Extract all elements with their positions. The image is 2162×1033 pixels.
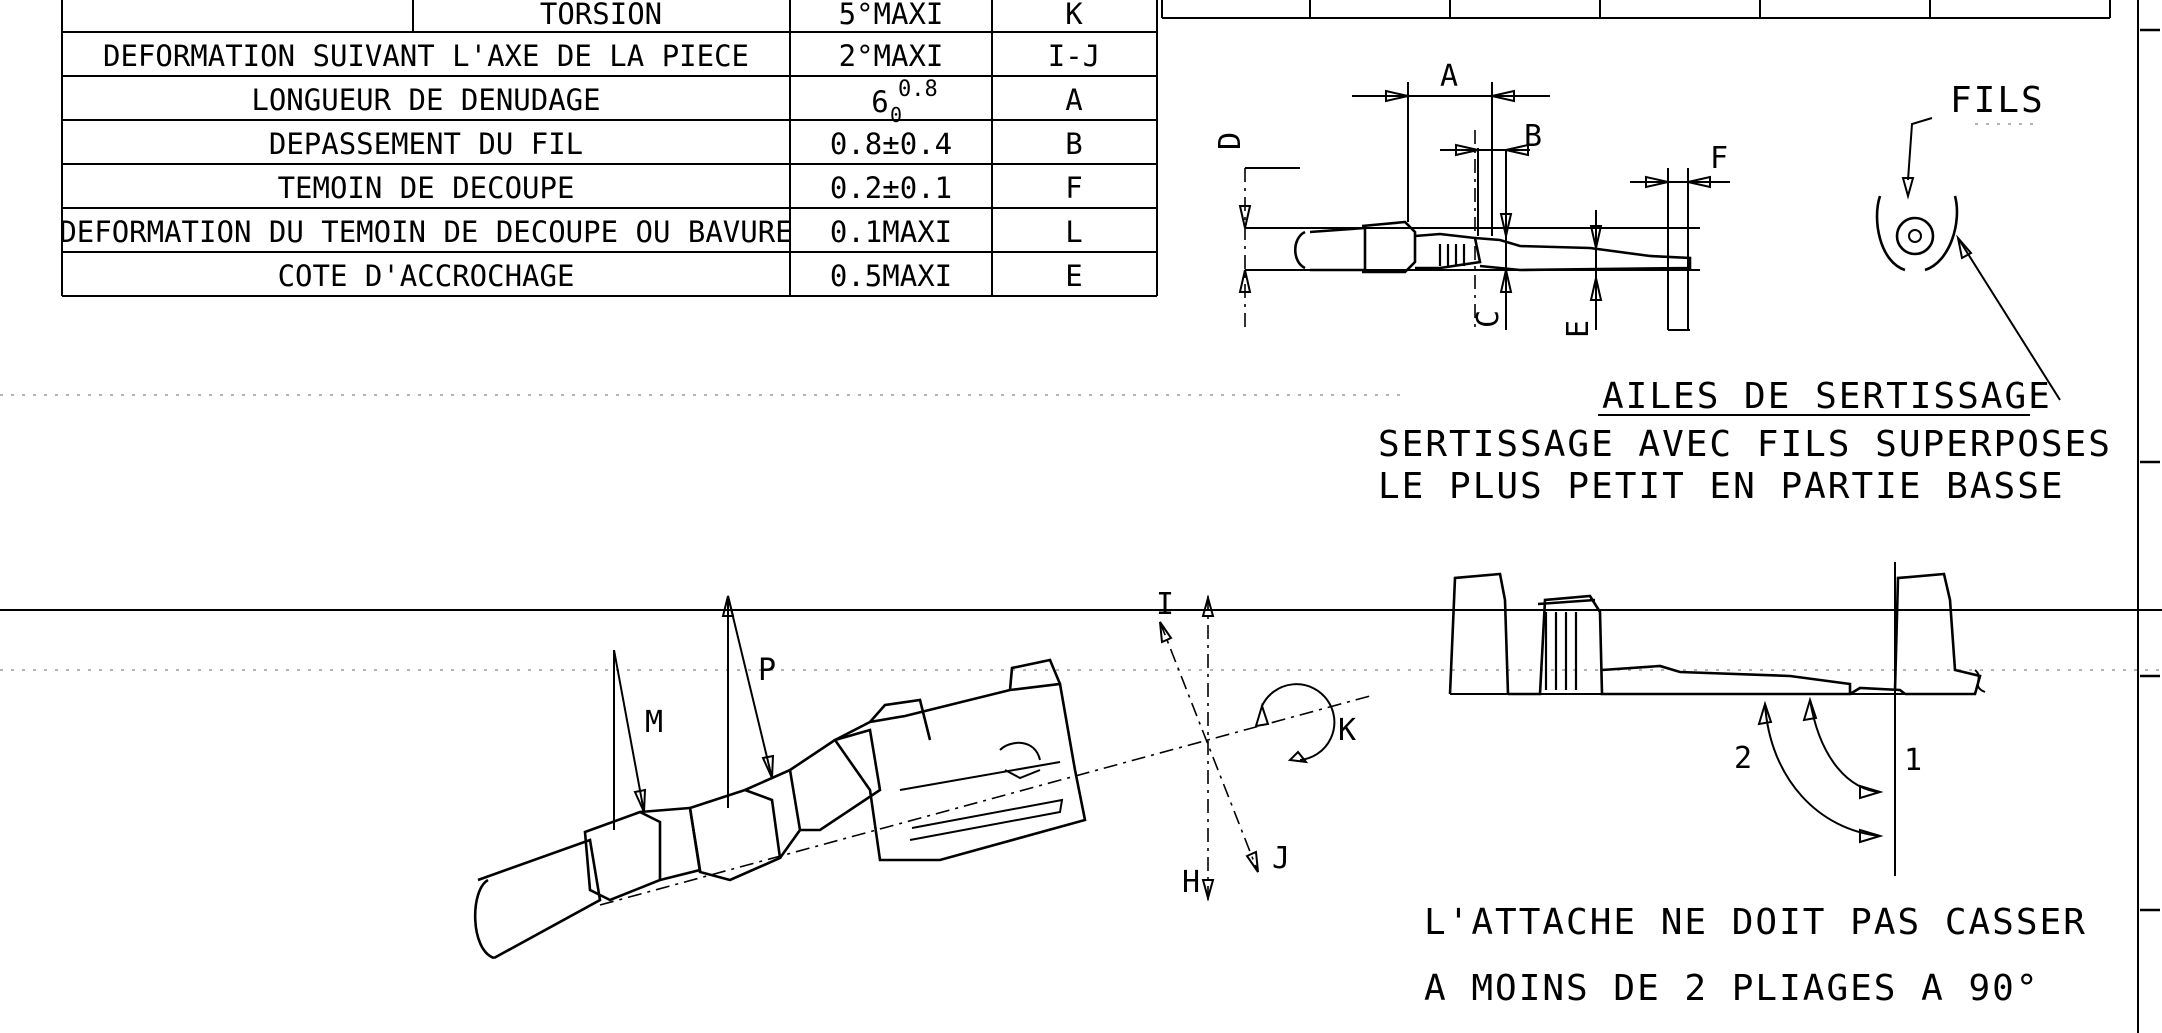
dim-label-e: E (1561, 320, 1596, 338)
table-row-value-sup: 0.8 (898, 77, 938, 102)
superposed-note-line-2: LE PLUS PETIT EN PARTIE BASSE (1378, 466, 2065, 507)
table-row-value: 2°MAXI (839, 39, 944, 73)
table-row-label: DEFORMATION DU TEMOIN DE DECOUPE OU BAVU… (59, 215, 792, 249)
iso-label-p: P (758, 653, 776, 688)
iso-label-k: K (1338, 713, 1356, 748)
iso-label-m: M (645, 705, 663, 740)
table-row-value: 6 (871, 85, 888, 119)
wings-title: AILES DE SERTISSAGE (1602, 376, 2052, 417)
isometric-contact-view: M P I H J K (473, 587, 1371, 960)
table-row-ref: L (1065, 215, 1082, 249)
wire-cross-section: FILS (1875, 80, 2061, 401)
table-row-ref: F (1065, 171, 1082, 205)
bend-notes: L'ATTACHE NE DOIT PAS CASSER A MOINS DE … (1424, 902, 2087, 1009)
table-row-value-sub: 0 (890, 103, 902, 127)
superposed-note-line-1: SERTISSAGE AVEC FILS SUPERPOSES (1378, 424, 2112, 465)
dim-label-a: A (1440, 59, 1458, 94)
dim-label-b: B (1524, 119, 1542, 154)
bend-label-2: 2 (1734, 741, 1752, 776)
table-row-ref: I-J (1048, 39, 1100, 73)
crimp-notes: AILES DE SERTISSAGE SERTISSAGE AVEC FILS… (1378, 376, 2112, 507)
attach-note-line-1: L'ATTACHE NE DOIT PAS CASSER (1424, 902, 2087, 943)
iso-label-j: J (1272, 841, 1290, 876)
table-row-ref: A (1065, 83, 1082, 117)
table-row-value: 5°MAXI (839, 0, 944, 31)
iso-label-h: H (1182, 865, 1200, 900)
table-row-label: TORSION (540, 0, 662, 31)
dim-label-d: D (1213, 132, 1248, 150)
dim-label-c: C (1471, 310, 1506, 328)
bend-test-view: 2 1 (1448, 562, 1986, 876)
fils-label: FILS (1950, 80, 2045, 121)
table-row-label: LONGUEUR DE DENUDAGE (251, 83, 600, 117)
table-row-ref: E (1065, 259, 1082, 293)
attach-note-line-2: A MOINS DE 2 PLIAGES A 90° (1424, 968, 2040, 1009)
spec-table: TORSION 5°MAXI K DEFORMATION SUIVANT L'A… (59, 0, 1158, 297)
iso-label-i: I (1156, 587, 1174, 622)
table-row-ref: B (1065, 127, 1082, 161)
dim-label-f: F (1710, 141, 1728, 176)
table-row-value: 0.5MAXI (830, 259, 952, 293)
table-row-label: TEMOIN DE DECOUPE (278, 171, 575, 205)
table-row-value: 0.1MAXI (830, 215, 952, 249)
upper-right-table-fragment (1161, 0, 2111, 19)
table-row-ref: K (1065, 0, 1083, 31)
table-row-label: DEPASSEMENT DU FIL (269, 127, 583, 161)
bend-label-1: 1 (1904, 743, 1922, 778)
table-row-label: DEFORMATION SUIVANT L'AXE DE LA PIECE (103, 39, 749, 73)
table-row-value: 0.8±0.4 (830, 127, 952, 161)
table-row-value: 0.2±0.1 (830, 171, 952, 205)
table-row-label: COTE D'ACCROCHAGE (278, 259, 575, 293)
crimp-side-view: A B C D E F (1213, 59, 1730, 338)
